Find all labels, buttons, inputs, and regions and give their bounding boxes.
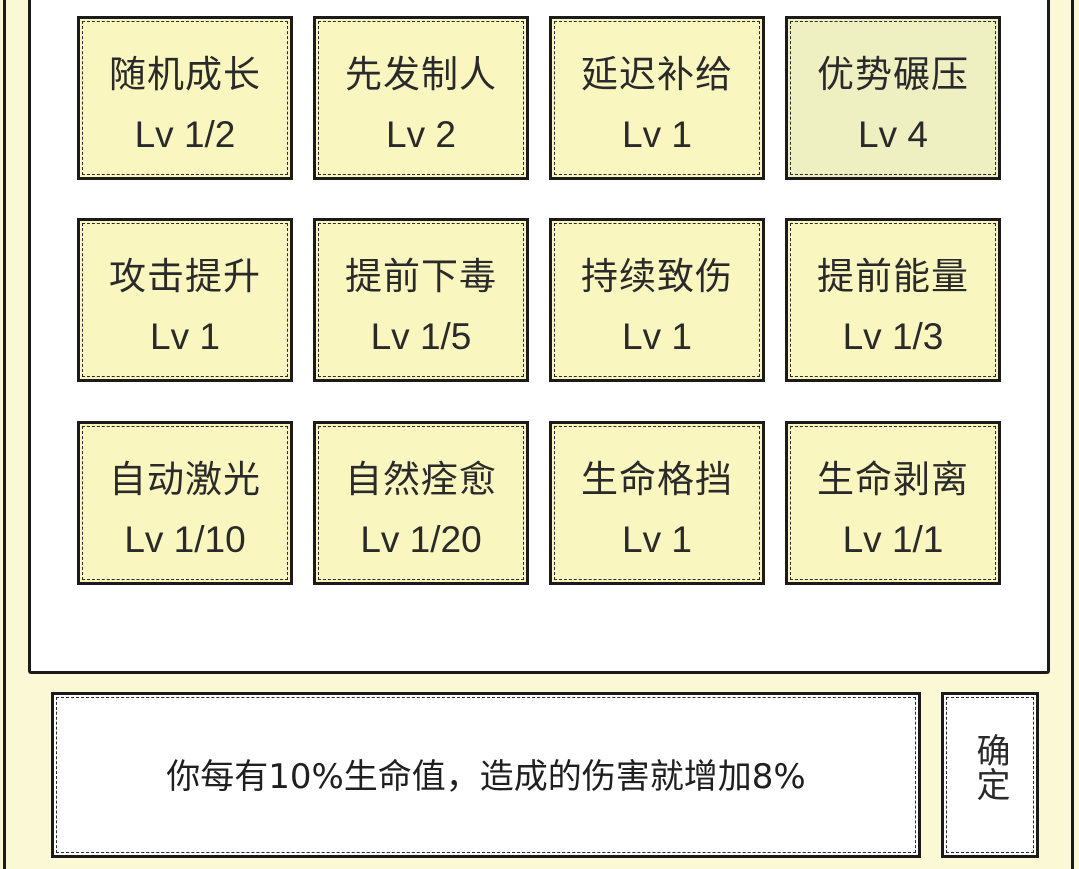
skill-card[interactable]: 攻击提升 Lv 1: [77, 218, 293, 382]
skill-level: Lv 1: [622, 519, 692, 560]
skill-card[interactable]: 生命剥离 Lv 1/1: [785, 421, 1001, 585]
screen-edge-right: [1071, 0, 1079, 869]
skill-level: Lv 2: [386, 114, 456, 155]
skill-level: Lv 1: [622, 114, 692, 155]
skill-level: Lv 1/20: [360, 519, 482, 560]
skill-name: 自动激光: [109, 458, 261, 501]
skill-name: 随机成长: [109, 53, 261, 96]
skill-level: Lv 1: [150, 316, 220, 357]
skill-card[interactable]: 提前能量 Lv 1/3: [785, 218, 1001, 382]
skill-name: 提前能量: [817, 255, 969, 298]
skill-name: 提前下毒: [345, 255, 497, 298]
skill-card[interactable]: 生命格挡 Lv 1: [549, 421, 765, 585]
skill-card[interactable]: 自动激光 Lv 1/10: [77, 421, 293, 585]
skill-level: Lv 1/10: [124, 519, 246, 560]
skill-card[interactable]: 先发制人 Lv 2: [313, 16, 529, 180]
skill-level: Lv 1/3: [842, 316, 944, 357]
skill-card[interactable]: 提前下毒 Lv 1/5: [313, 218, 529, 382]
skill-name: 优势碾压: [817, 53, 969, 96]
skill-name: 生命格挡: [581, 458, 733, 501]
skill-description-text: 你每有10%生命值，造成的伤害就增加8%: [166, 757, 806, 797]
confirm-button-label: 确定: [970, 733, 1010, 801]
skill-card[interactable]: 延迟补给 Lv 1: [549, 16, 765, 180]
confirm-button[interactable]: 确定: [941, 692, 1039, 858]
skill-level: Lv 1: [622, 316, 692, 357]
skill-name: 持续致伤: [581, 255, 733, 298]
skill-card[interactable]: 自然痊愈 Lv 1/20: [313, 421, 529, 585]
skill-card[interactable]: 随机成长 Lv 1/2: [77, 16, 293, 180]
skill-name: 生命剥离: [817, 458, 969, 501]
skill-level: Lv 1/5: [370, 316, 472, 357]
skill-panel: 随机成长 Lv 1/2 先发制人 Lv 2 延迟补给 Lv 1 优势碾压 Lv …: [28, 0, 1050, 674]
skill-level: Lv 1/1: [842, 519, 944, 560]
skill-card[interactable]: 优势碾压 Lv 4: [785, 16, 1001, 180]
skill-name: 自然痊愈: [345, 458, 497, 501]
skill-description-box: 你每有10%生命值，造成的伤害就增加8%: [51, 692, 921, 858]
skill-level: Lv 4: [858, 114, 928, 155]
skill-name: 延迟补给: [581, 53, 733, 96]
skill-name: 先发制人: [345, 53, 497, 96]
skill-name: 攻击提升: [109, 255, 261, 298]
screen-edge-left: [0, 0, 6, 869]
skill-card[interactable]: 持续致伤 Lv 1: [549, 218, 765, 382]
skill-level: Lv 1/2: [134, 114, 236, 155]
